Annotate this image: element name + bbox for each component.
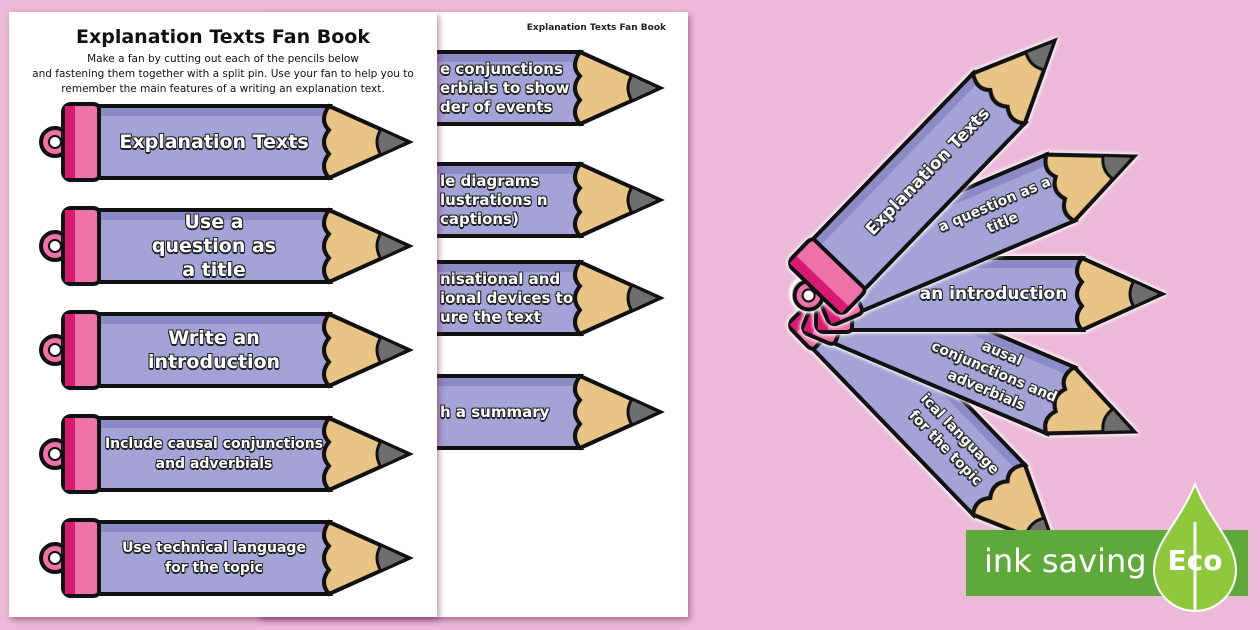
pencil-label: Use a question as a title <box>151 211 277 281</box>
pencil-icon <box>792 151 1139 327</box>
pencil-label: nisational and ional devices to ure the … <box>440 269 574 326</box>
ink-saving-label: ink saving <box>984 542 1147 580</box>
pencil-card: Use a question as a title <box>37 204 417 288</box>
pencil-label: Explanation Texts <box>862 103 995 240</box>
pencil-label: Use technical language for the topic <box>122 540 306 576</box>
pencil-icon <box>39 102 414 182</box>
pencil-icon <box>39 310 414 390</box>
instruction-line: Make a fan by cutting out each of the pe… <box>87 53 359 65</box>
pencil-icon <box>39 518 414 598</box>
pencil-label: ical language for the topic <box>905 391 1002 490</box>
pencil-icon <box>39 414 414 494</box>
pencil-card: Write an introduction <box>37 308 417 392</box>
pencil-label: Explanation Texts <box>119 131 309 153</box>
pencil-icon <box>788 37 1058 315</box>
pencil-label: a question as a title <box>936 173 1054 237</box>
instruction-line: remember the main features of a writing … <box>61 83 385 95</box>
worksheet-header: Explanation Texts Fan Book <box>526 23 666 33</box>
eco-label: Eco <box>1167 544 1223 577</box>
worksheet-instructions: Make a fan by cutting out each of the pe… <box>9 52 437 97</box>
pencil-label: an introduction <box>919 284 1068 304</box>
pencil-label: le diagrams lustrations n captions) <box>440 171 548 228</box>
fan-pencil: an introduction <box>790 252 1170 336</box>
instruction-line: and fastening them together with a split… <box>32 68 414 80</box>
pencil-label: e conjunctions erbials to show der of ev… <box>440 59 570 116</box>
worksheet-title: Explanation Texts Fan Book <box>76 26 370 48</box>
pencil-card: Explanation Texts <box>37 100 417 184</box>
worksheet-page-1: Explanation Texts Fan Book Make a fan by… <box>9 12 437 617</box>
eco-drop-icon: Eco <box>1150 481 1240 612</box>
pencil-icon <box>39 206 414 286</box>
pencil-icon <box>792 254 1167 334</box>
pencil-card: Use technical language for the topic <box>37 516 417 600</box>
fan-pencil: Explanation Texts <box>766 6 1090 338</box>
pencil-card: Include causal conjunctions and adverbia… <box>37 412 417 496</box>
pencil-label: h a summary <box>440 402 550 421</box>
fan-pencil: a question as a title <box>775 115 1158 341</box>
pencil-label: ausal conjunctions and adverbials <box>928 338 1060 415</box>
pencil-label: Include causal conjunctions and adverbia… <box>104 436 324 472</box>
pencil-icon <box>792 261 1139 437</box>
fan-pencil: ausal conjunctions and adverbials <box>775 248 1158 474</box>
pencil-label: Write an introduction <box>147 327 281 373</box>
